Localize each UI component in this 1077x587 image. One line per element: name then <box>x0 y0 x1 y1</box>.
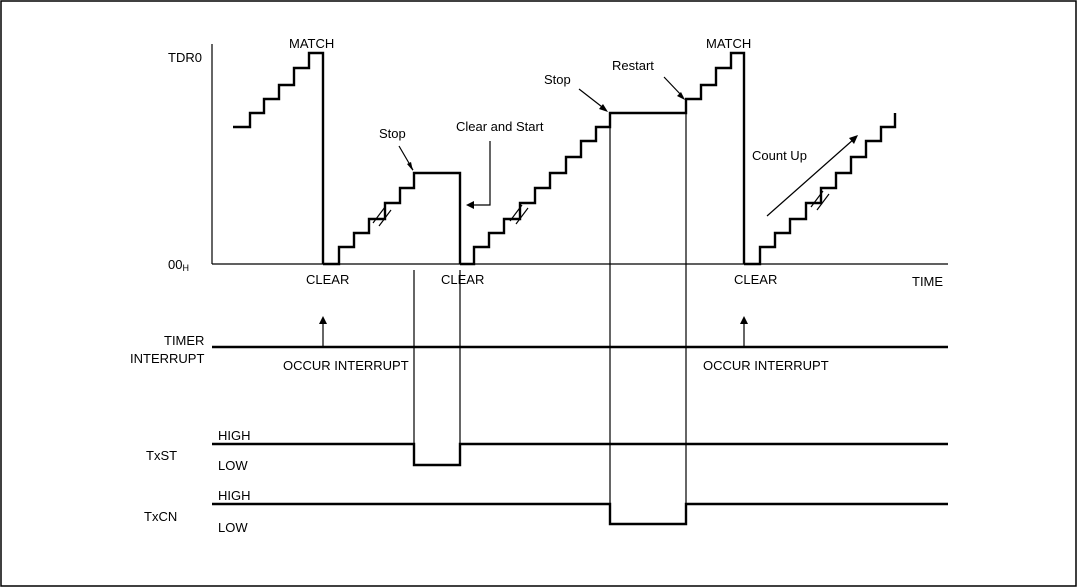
stop-arrowhead-2 <box>599 104 608 112</box>
stop-arrowhead-1 <box>407 162 413 171</box>
timer-interrupt-label-2: INTERRUPT <box>130 351 204 366</box>
txst-high-label: HIGH <box>218 428 251 443</box>
match-label-2: MATCH <box>706 36 751 51</box>
interrupt-arrowhead-1 <box>319 316 327 324</box>
counter-segment-1 <box>233 51 325 264</box>
stop-label-1: Stop <box>379 126 406 141</box>
occur-interrupt-label-2: OCCUR INTERRUPT <box>703 358 829 373</box>
skip-mark <box>509 204 529 225</box>
txst-signal <box>212 442 948 467</box>
clear-label-2: CLEAR <box>441 272 484 287</box>
match-label-1: MATCH <box>289 36 334 51</box>
txst-low-label: LOW <box>218 458 248 473</box>
clear-label-1: CLEAR <box>306 272 349 287</box>
txcn-low-label: LOW <box>218 520 248 535</box>
clear-and-start-arrow <box>472 141 491 206</box>
counter-segment-3 <box>460 51 746 266</box>
occur-interrupt-label-1: OCCUR INTERRUPT <box>283 358 409 373</box>
skip-mark <box>810 190 830 211</box>
count-up-arrow <box>766 138 855 217</box>
stop-label-2: Stop <box>544 72 571 87</box>
timer-interrupt-label-1: TIMER <box>164 333 204 348</box>
clear-and-start-label: Clear and Start <box>456 119 544 134</box>
txcn-high-label: HIGH <box>218 488 251 503</box>
restart-label: Restart <box>612 58 654 73</box>
clear-and-start-arrowhead <box>466 201 474 209</box>
restart-arrowhead <box>677 92 685 100</box>
y-label-tdr0: TDR0 <box>168 50 202 65</box>
interrupt-arrowhead-2 <box>740 316 748 324</box>
txcn-label: TxCN <box>144 509 177 524</box>
count-up-arrowhead <box>849 135 858 144</box>
y-label-00h: 00H <box>168 257 189 273</box>
x-label-time: TIME <box>912 274 943 289</box>
clear-label-3: CLEAR <box>734 272 777 287</box>
txcn-signal <box>212 502 948 526</box>
txst-label: TxST <box>146 448 177 463</box>
counter-segment-4 <box>744 113 897 266</box>
skip-mark <box>372 206 392 227</box>
counter-segment-2 <box>323 171 462 266</box>
count-up-label: Count Up <box>752 148 807 163</box>
